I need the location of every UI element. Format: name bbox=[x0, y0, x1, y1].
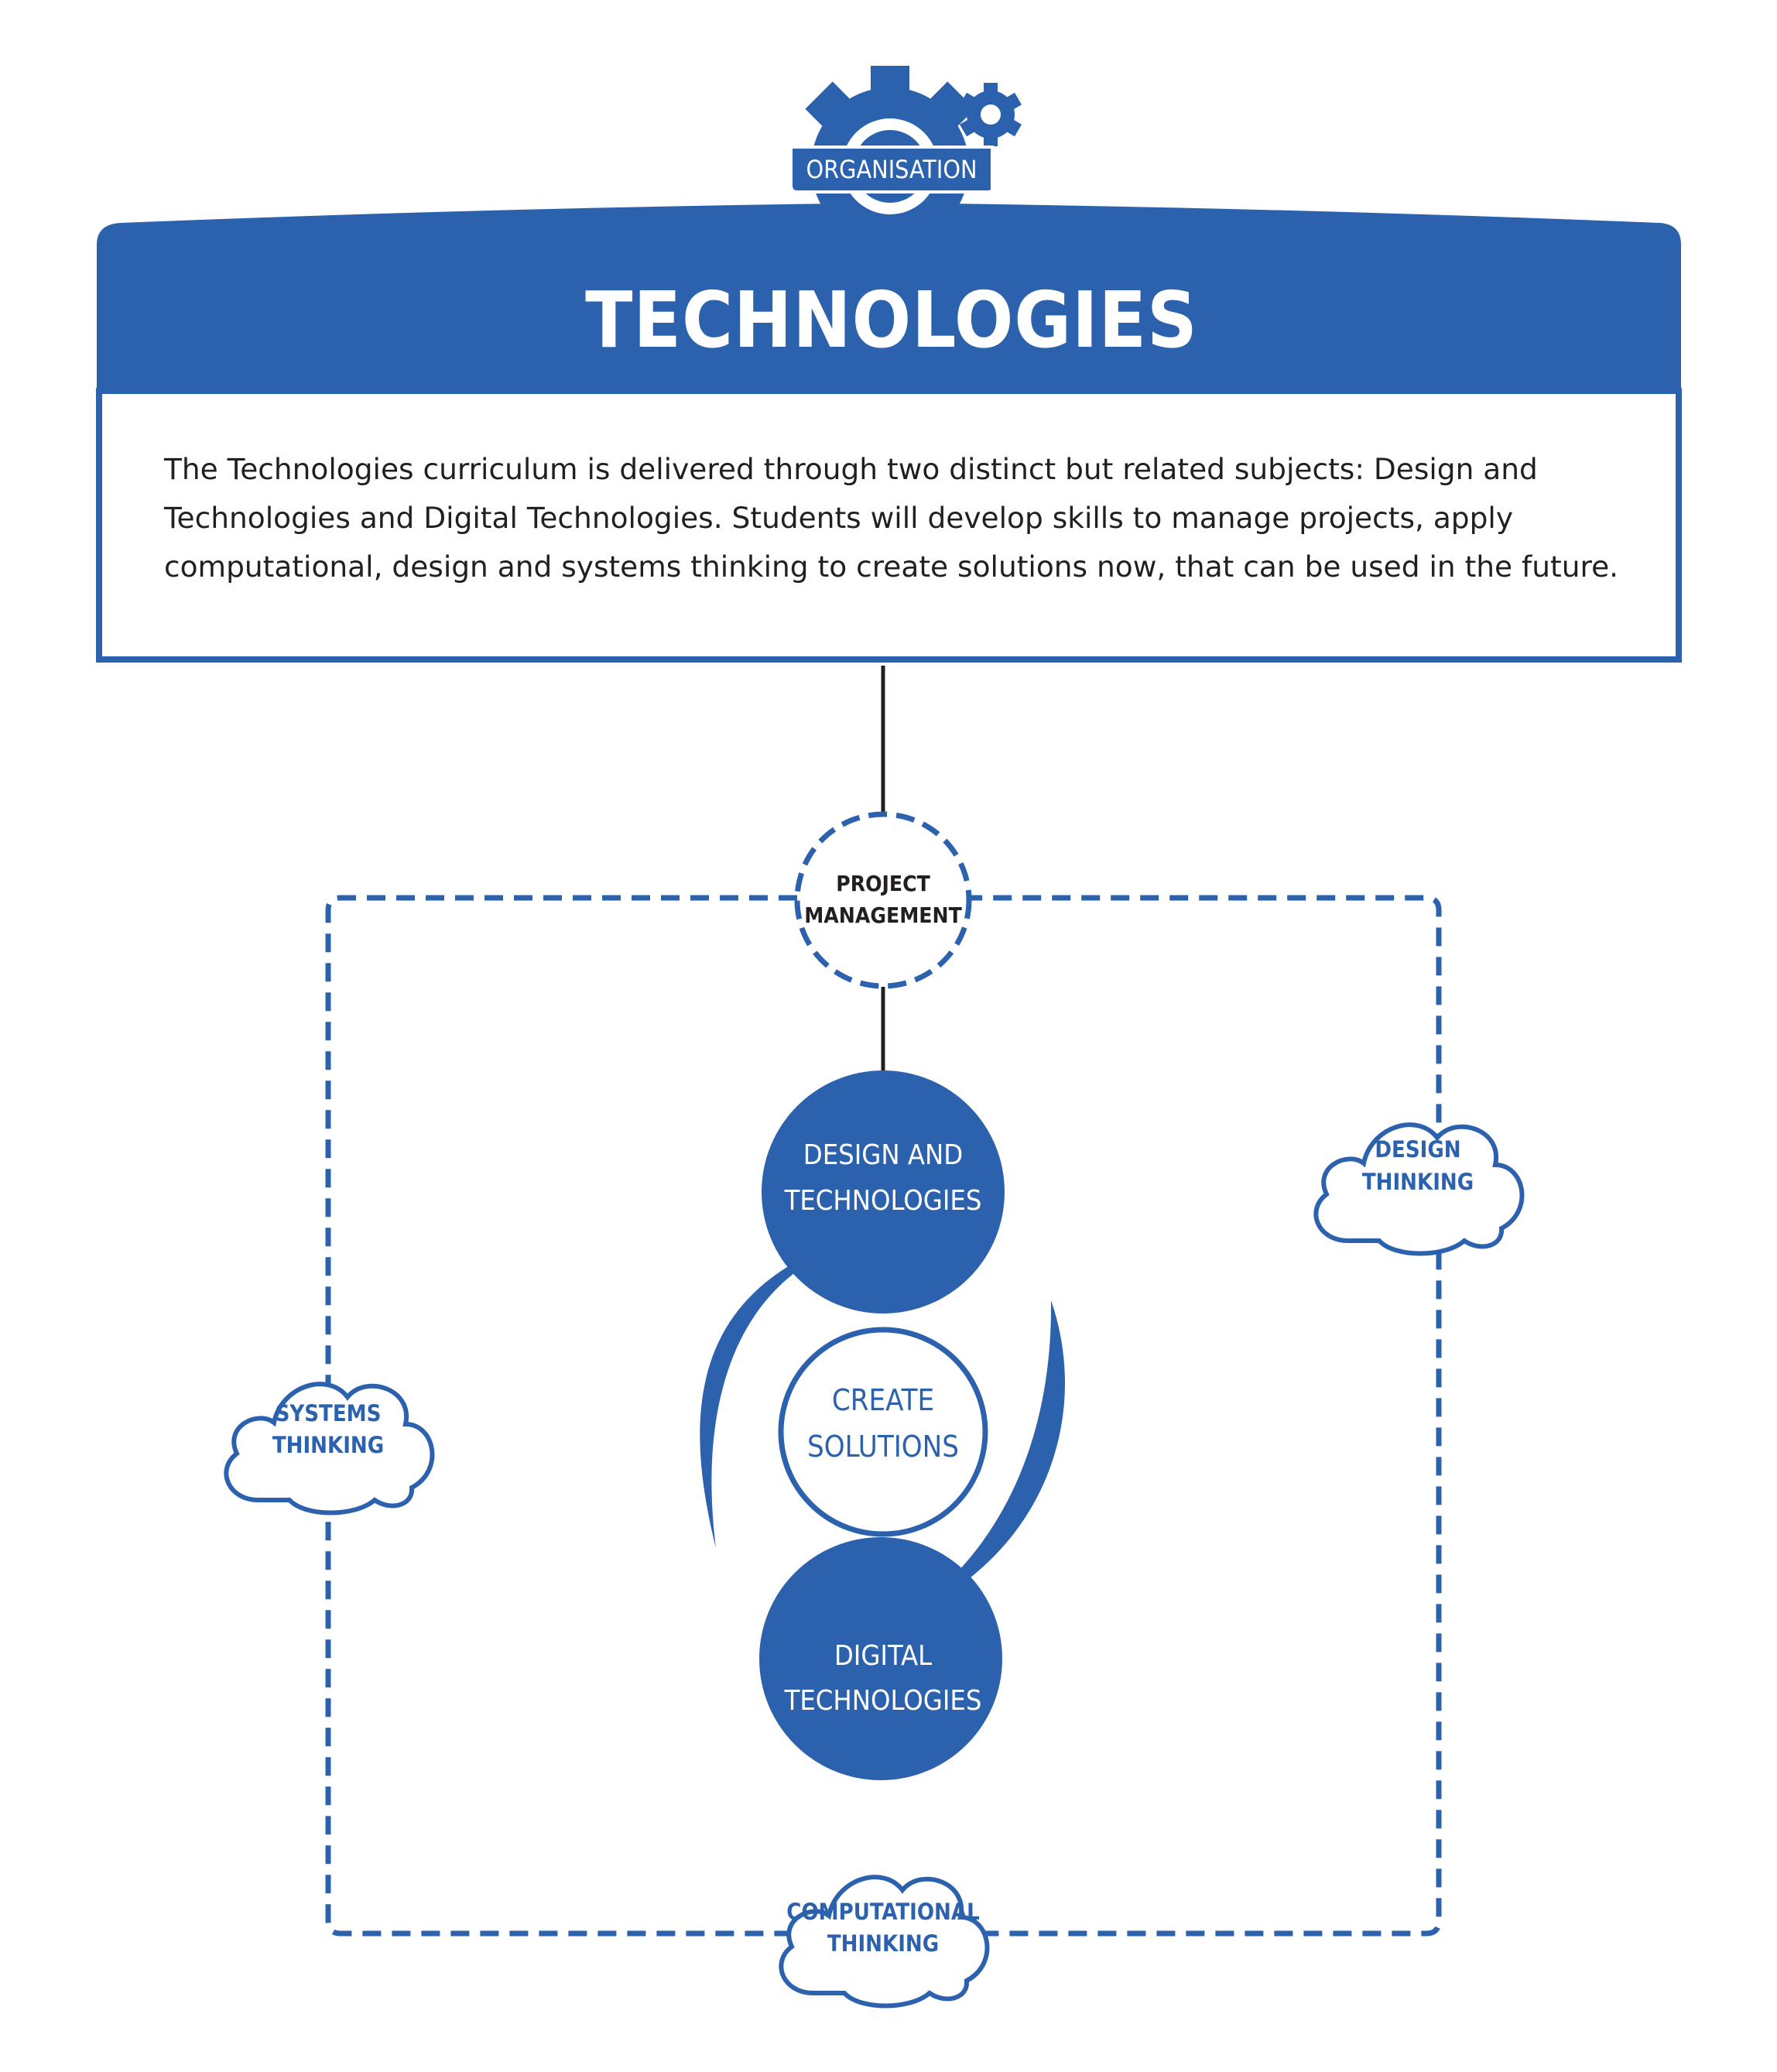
organisation-badge: ORGANISATION bbox=[789, 66, 1022, 267]
swoosh-left-arc bbox=[700, 1246, 840, 1548]
digital-technologies-node: DIGITAL TECHNOLOGIES bbox=[759, 1537, 1002, 1780]
systems-thinking-line1: SYSTEMS bbox=[276, 1400, 382, 1426]
organisation-label-plate bbox=[789, 146, 994, 194]
create-solutions-line2: SOLUTIONS bbox=[807, 1430, 959, 1464]
cloud-icon bbox=[779, 1875, 990, 2009]
computational-thinking-line2: THINKING bbox=[827, 1930, 939, 1957]
design-and-technologies-line1: DESIGN AND bbox=[803, 1139, 963, 1171]
organisation-label: ORGANISATION bbox=[806, 155, 978, 184]
cloud-icon bbox=[1313, 1122, 1525, 1256]
create-solutions-line1: CREATE bbox=[832, 1383, 934, 1417]
project-management-line2: MANAGEMENT bbox=[804, 902, 962, 928]
design-and-technologies-line2: TECHNOLOGIES bbox=[784, 1185, 982, 1217]
systems-thinking-cloud: SYSTEMS THINKING bbox=[224, 1382, 435, 1515]
design-and-technologies-node: DESIGN AND TECHNOLOGIES bbox=[762, 1070, 1005, 1313]
digital-technologies-line2: TECHNOLOGIES bbox=[784, 1685, 982, 1717]
dashed-frame bbox=[325, 895, 1442, 1937]
design-thinking-line1: DESIGN bbox=[1375, 1136, 1460, 1163]
design-thinking-cloud: DESIGN THINKING bbox=[1313, 1122, 1525, 1256]
computational-thinking-cloud: COMPUTATIONAL THINKING bbox=[779, 1875, 990, 2009]
project-management-line1: PROJECT bbox=[836, 871, 930, 896]
description-text: The Technologies curriculum is delivered… bbox=[164, 452, 1619, 584]
header-banner: TECHNOLOGIES bbox=[96, 203, 1682, 663]
header-bar bbox=[97, 203, 1681, 391]
digital-technologies-line1: DIGITAL bbox=[834, 1640, 932, 1672]
swoosh-right-arc bbox=[906, 1300, 1066, 1616]
description-box bbox=[96, 388, 1682, 663]
small-gear-icon bbox=[959, 83, 1022, 146]
computational-thinking-line1: COMPUTATIONAL bbox=[786, 1899, 979, 1925]
project-management-node: PROJECT MANAGEMENT bbox=[794, 811, 972, 989]
create-solutions-node: CREATE SOLUTIONS bbox=[778, 1327, 988, 1537]
design-thinking-line2: THINKING bbox=[1362, 1169, 1474, 1195]
page-title: TECHNOLOGIES bbox=[585, 275, 1198, 365]
systems-thinking-line2: THINKING bbox=[272, 1432, 384, 1458]
cloud-icon bbox=[224, 1382, 435, 1515]
